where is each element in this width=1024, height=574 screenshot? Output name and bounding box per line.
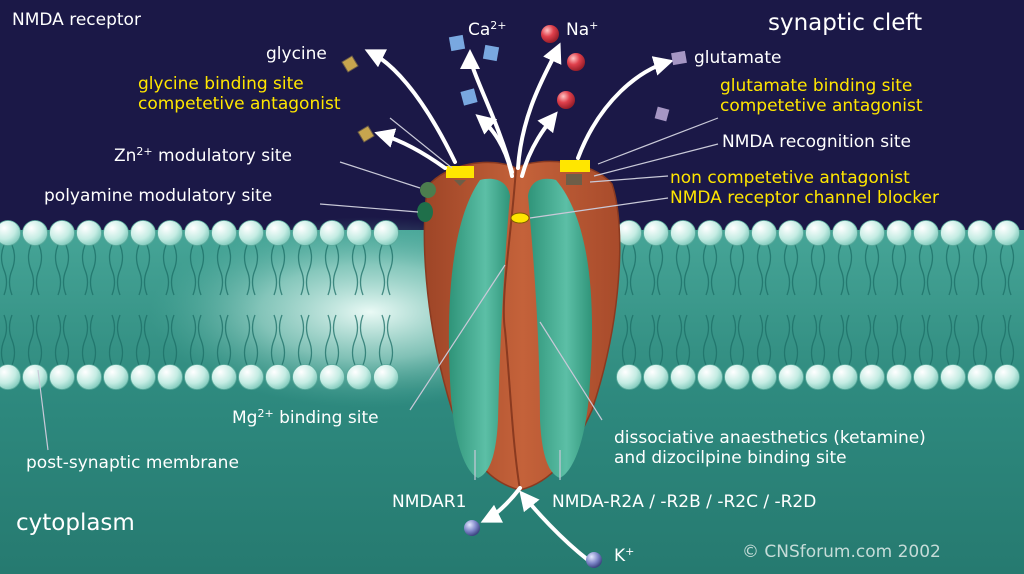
glycine-site-label-line2: competetive antagonist: [138, 94, 341, 114]
nmda-r2-label: NMDA-R2A / -R2B / -R2C / -R2D: [552, 492, 817, 512]
glycine-molecule: [341, 55, 375, 143]
post-synaptic-membrane-label: post-synaptic membrane: [26, 453, 239, 473]
polyamine-site-label: polyamine modulatory site: [44, 186, 273, 206]
lipid-heads: [0, 220, 1020, 390]
leader-lines: [37, 117, 719, 480]
magnesium-site-label: Mg2+ binding site: [232, 407, 379, 428]
glycine-site-label-line1: glycine binding site: [138, 74, 304, 94]
nmda-recognition-label: NMDA recognition site: [722, 132, 911, 152]
glycine-label: glycine: [266, 44, 327, 64]
lipid-tails: [0, 244, 1015, 366]
zinc-site-label: Zn2+ modulatory site: [114, 145, 292, 166]
glutamate-site-label-line2: competetive antagonist: [720, 96, 923, 116]
diagram-title: NMDA receptor: [12, 10, 141, 30]
calcium-label: Ca2+: [468, 19, 507, 40]
potassium-ions: [464, 520, 602, 568]
ion-flow-arrows: [364, 42, 674, 562]
dissociative-label-line1: dissociative anaesthetics (ketamine): [614, 428, 926, 448]
copyright-notice: © CNSforum.com 2002: [742, 542, 941, 562]
sodium-ions: [541, 25, 585, 109]
nmda-receptor: [417, 160, 621, 491]
cytoplasm-label: cytoplasm: [16, 510, 135, 536]
nmdar1-label: NMDAR1: [392, 492, 467, 512]
noncompetitive-label-line2: NMDA receptor channel blocker: [670, 188, 939, 208]
glutamate-molecule: [654, 50, 687, 122]
noncompetitive-label-line1: non competetive antagonist: [670, 168, 910, 188]
calcium-ions: [448, 34, 500, 106]
dissociative-label-line2: and dizocilpine binding site: [614, 448, 847, 468]
sodium-label: Na+: [566, 19, 599, 40]
potassium-label: K+: [614, 545, 635, 566]
glutamate-label: glutamate: [694, 48, 782, 68]
glutamate-site-label-line1: glutamate binding site: [720, 76, 913, 96]
synaptic-cleft-label: synaptic cleft: [768, 10, 923, 36]
